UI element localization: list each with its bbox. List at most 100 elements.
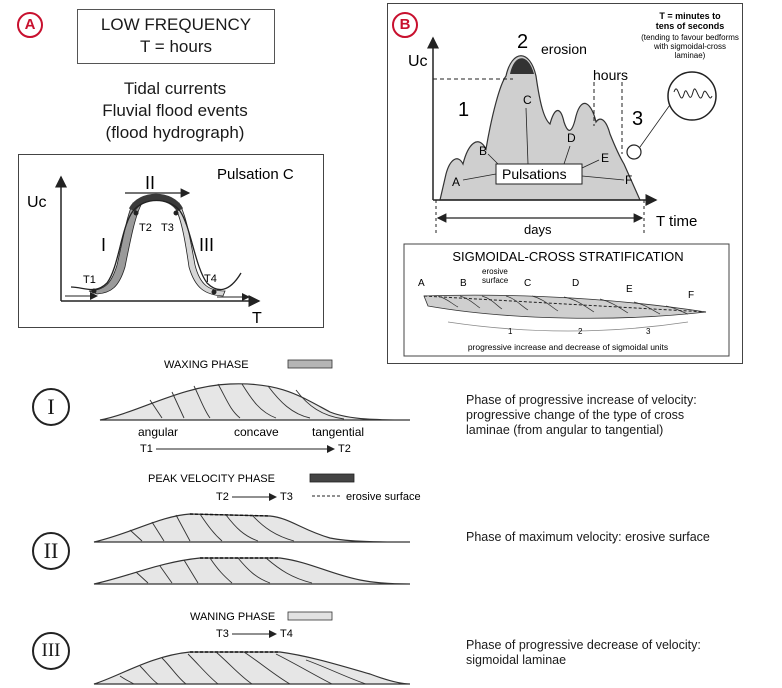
strat-caption: progressive increase and decrease of sig… [468, 342, 668, 352]
phase-i-t2: T2 [338, 443, 351, 455]
pulsations-label: Pulsations [502, 166, 567, 182]
pulsation-c-panel: Pulsation C Uc T I II III T1 T2 T3 T4 [18, 154, 324, 328]
strat-letter-d: D [572, 278, 579, 289]
strat-erosive-line [423, 295, 707, 313]
lamina-concave: concave [234, 425, 279, 439]
phase-ii-swatch [309, 473, 355, 483]
leader-c [525, 107, 529, 165]
pulsation-c-title: Pulsation C [217, 166, 294, 183]
peak-band [128, 193, 184, 213]
phase-iii-t3: T3 [216, 628, 229, 640]
peak-letter-c: C [523, 93, 532, 107]
phase-iii-laminae [119, 651, 367, 685]
inset-note-1: T = minutes to [659, 11, 721, 21]
strat-number-2: 2 [578, 327, 583, 336]
phase-iii-description: Phase of progressive decrease of velocit… [466, 638, 701, 668]
erosive-legend-label: erosive surface [346, 491, 421, 503]
pulsations-box [495, 163, 583, 185]
pulsation-c-diagram: Pulsation C Uc T I II III T1 T2 T3 T4 [27, 166, 294, 327]
phase-ii-label: PEAK VELOCITY PHASE [148, 473, 275, 485]
peak-letter-a: A [452, 175, 460, 189]
phase-i-description: Phase of progressive increase of velocit… [466, 393, 697, 438]
unit-envelope [447, 321, 689, 332]
inset-note-4: with sigmoidal-cross [653, 42, 726, 51]
t2-dot [133, 210, 139, 216]
badge-b: B [392, 12, 418, 38]
strat-number-3: 3 [646, 327, 651, 336]
phase-i-label: WAXING PHASE [164, 359, 249, 371]
phase-iii-bedform [93, 651, 411, 685]
phase-ii-laminae-lower [135, 557, 313, 584]
strat-letter-c: C [524, 278, 531, 289]
phase-ii-t2: T2 [216, 491, 229, 503]
phase-ii-bedform-upper [93, 513, 411, 543]
phase-i-bedform [99, 383, 411, 421]
zoom-marker [626, 144, 642, 160]
t4-dot [211, 289, 217, 295]
low-frequency-period: T = hours [140, 37, 212, 56]
phase-iii-diagram: WANING PHASE T3 T4 [93, 611, 411, 685]
strat-letter-b: B [460, 278, 467, 289]
panel-b: Uc T time days 1 2 3 erosion hours A B C… [387, 3, 743, 364]
event-tidal: Tidal currents [123, 79, 227, 98]
t1-label: T1 [83, 274, 96, 286]
strat-letter-f: F [688, 290, 694, 301]
strat-letter-e: E [626, 284, 633, 295]
y-axis-label: Uc [27, 194, 47, 211]
event-list: Tidal currents Fluvial flood events (flo… [70, 78, 280, 144]
t4-label: T4 [204, 273, 217, 285]
zoom-leader [639, 101, 673, 148]
leader-f [581, 175, 625, 181]
phase-i-laminae [149, 383, 345, 420]
t2-label: T2 [139, 222, 152, 234]
lamina-tangential: tangential [312, 425, 364, 439]
lamina-angular: angular [138, 425, 178, 439]
b-time-label: T time [656, 213, 697, 230]
inset-note-2: tens of seconds [656, 21, 725, 31]
phase-i-t1: T1 [140, 443, 153, 455]
strat-number-1: 1 [508, 327, 513, 336]
badge-a: A [17, 12, 43, 38]
phase-ii-diagram: PEAK VELOCITY PHASE T2 T3 erosive surfac… [93, 473, 421, 585]
phase-iii-swatch [287, 611, 333, 621]
phase-number-1: 1 [458, 99, 469, 121]
stratification-title: SIGMOIDAL-CROSS STRATIFICATION [452, 249, 683, 264]
phase-ii-desc-1: Phase of maximum velocity: erosive surfa… [466, 530, 710, 544]
leader-e [581, 159, 600, 169]
phase-iii-numeral: III [32, 632, 70, 670]
phase-iii-desc-2: sigmoidal laminae [466, 653, 567, 667]
t1-dot [91, 288, 97, 294]
phase-ii-laminae-upper [129, 513, 295, 542]
phase-iii-label: WANING PHASE [190, 611, 275, 623]
erosion-label: erosion [541, 41, 587, 57]
b-y-axis-label: Uc [408, 53, 428, 70]
phase-i-diagram: WAXING PHASE angular concave tangential … [99, 359, 411, 455]
phase-iii-t4: T4 [280, 628, 293, 640]
strat-erosive-1: erosive [482, 267, 508, 276]
leader-a [462, 173, 497, 181]
phase-label-ii: II [145, 173, 155, 193]
phase-i-numeral: I [32, 388, 70, 426]
phase-label-iii: III [199, 235, 214, 255]
hours-label: hours [593, 67, 628, 83]
peak-letter-d: D [567, 131, 576, 145]
leader-d [563, 145, 571, 165]
days-label: days [524, 222, 552, 237]
phase-ii-bedform-lower [93, 557, 411, 585]
rising-limb [88, 202, 142, 295]
event-hydrograph: (flood hydrograph) [105, 123, 245, 142]
erosion-cap [510, 58, 534, 74]
low-frequency-box: LOW FREQUENCY T = hours [77, 9, 275, 64]
phase-i-desc-1: Phase of progressive increase of velocit… [466, 393, 697, 407]
velocity-curve [70, 199, 242, 291]
low-frequency-title: LOW FREQUENCY [100, 15, 252, 34]
event-fluvial: Fluvial flood events [102, 101, 248, 120]
phase-number-2: 2 [517, 31, 528, 53]
inset-note-5: laminae) [675, 51, 706, 60]
phase-ii-description: Phase of maximum velocity: erosive surfa… [466, 530, 710, 545]
strat-letter-a: A [418, 278, 425, 289]
phase-i-swatch [287, 359, 333, 369]
phase-label-i: I [101, 235, 106, 255]
t3-label: T3 [161, 222, 174, 234]
strat-erosive-2: surface [482, 276, 509, 285]
